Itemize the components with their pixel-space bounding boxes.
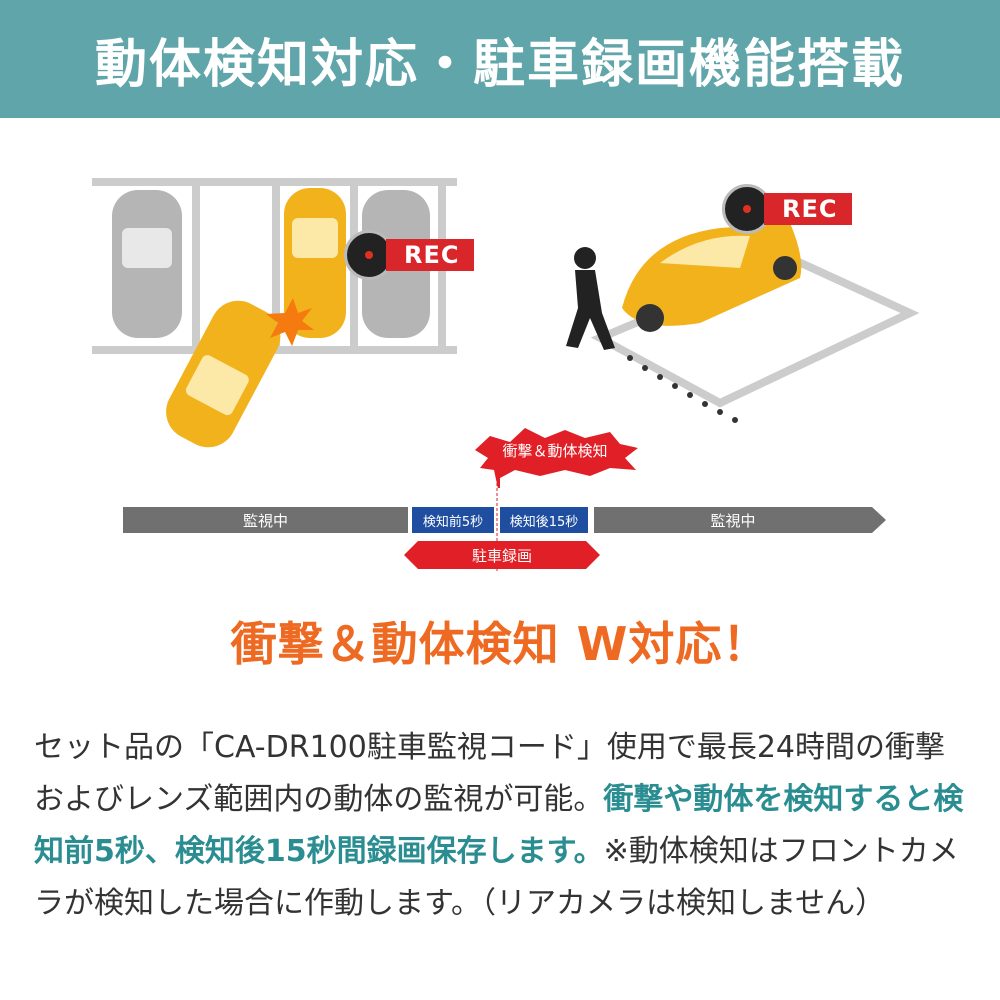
illustration: REC REC bbox=[0, 118, 1000, 698]
parking-lot-right bbox=[566, 223, 920, 423]
rec-label: REC bbox=[764, 193, 852, 225]
camera-icon bbox=[344, 230, 394, 280]
motion-dots bbox=[627, 355, 738, 423]
description-part1: セット品の「CA-DR100駐車監視コード」使用で最長24時間の衝撃およびレンズ… bbox=[34, 730, 946, 817]
description-highlight: 衝撃や動体を検知すると検知前5秒、検知後15秒間録画保存します。 bbox=[34, 782, 964, 869]
detection-burst: 衝撃＆動体検知 bbox=[470, 428, 640, 488]
rec-indicator-left: REC bbox=[344, 230, 474, 280]
timeline-monitoring-before: 監視中 bbox=[123, 507, 408, 533]
header-banner: 動体検知対応・駐車録画機能搭載 bbox=[0, 0, 1000, 118]
description-text: セット品の「CA-DR100駐車監視コード」使用で最長24時間の衝撃およびレンズ… bbox=[34, 722, 974, 930]
feature-headline: 衝撃＆動体検知 W対応！ bbox=[230, 617, 770, 671]
rec-label: REC bbox=[386, 239, 474, 271]
page-title: 動体検知対応・駐車録画機能搭載 bbox=[94, 34, 905, 95]
burst-shape bbox=[475, 428, 638, 488]
burst-label: 衝撃＆動体検知 bbox=[502, 441, 608, 460]
timeline-after-detection: 検知後15秒 bbox=[500, 507, 588, 533]
description-note: ※動体検知はフロントカメラが検知した場合に作動します。（リアカメラは検知しません… bbox=[34, 834, 959, 921]
timeline-monitoring-after: 監視中 bbox=[594, 507, 872, 533]
walking-person bbox=[566, 247, 615, 350]
rec-indicator-right: REC bbox=[722, 184, 852, 234]
timeline-before-detection: 検知前5秒 bbox=[412, 507, 494, 533]
parking-lot-left bbox=[92, 178, 457, 448]
timeline-parking-recording: 駐車録画 bbox=[418, 541, 586, 569]
